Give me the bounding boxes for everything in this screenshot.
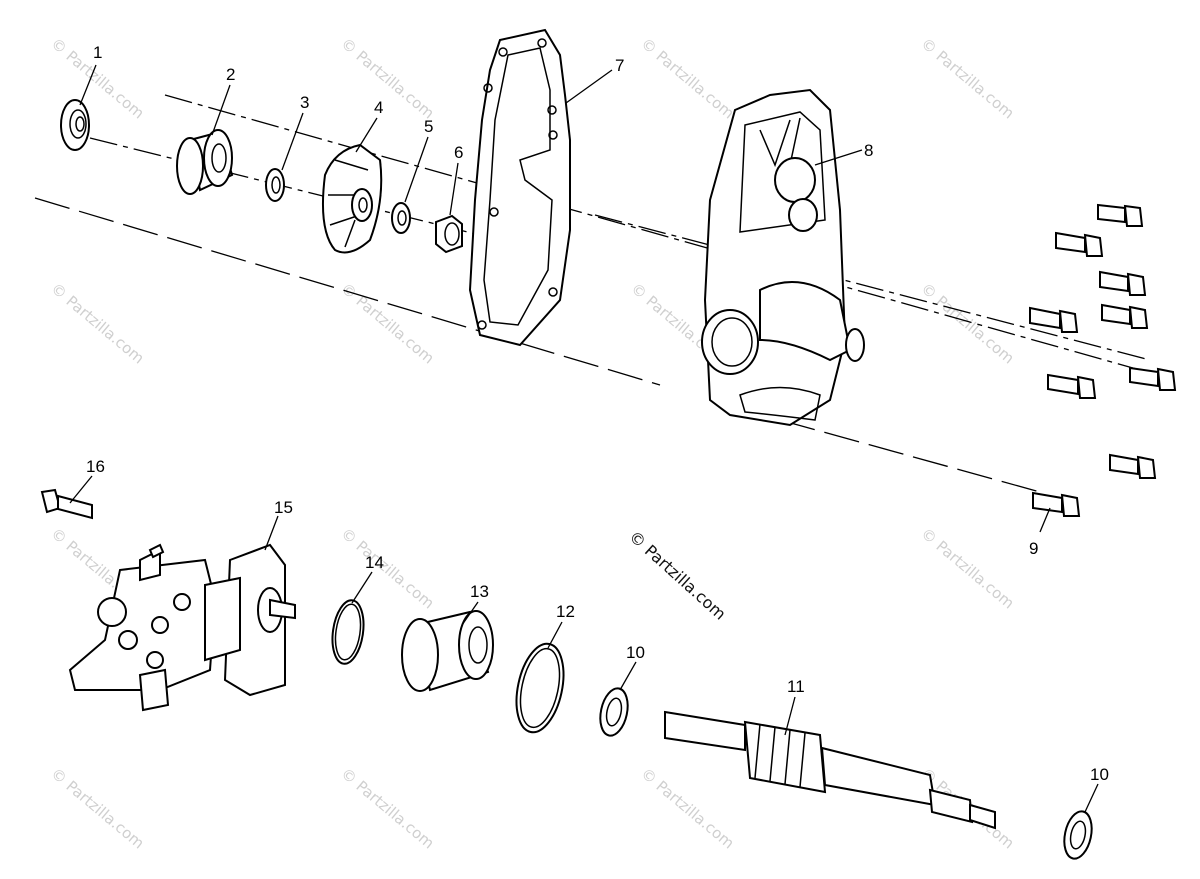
part-washer xyxy=(1063,810,1093,860)
callout-8: 8 xyxy=(864,141,873,160)
bolt xyxy=(1047,373,1097,399)
watermark-faint: © Partzilla.com xyxy=(637,764,737,852)
callout-7: 7 xyxy=(615,56,624,75)
watermark-faint: © Partzilla.com xyxy=(917,279,1017,367)
watermark-faint: © Partzilla.com xyxy=(47,764,147,852)
watermark-faint: © Partzilla.com xyxy=(47,279,147,367)
part-housing-cover xyxy=(701,88,865,427)
watermark-faint: © Partzilla.com xyxy=(337,34,437,122)
callout-12: 12 xyxy=(556,602,575,621)
bolt xyxy=(1129,366,1177,391)
callout-2: 2 xyxy=(226,65,235,84)
part-oil-pump xyxy=(68,543,296,712)
callout-16: 16 xyxy=(86,457,105,476)
callout-4: 4 xyxy=(374,98,383,117)
callout-1: 1 xyxy=(93,43,102,62)
bolt xyxy=(1101,303,1149,329)
callout-labels: 1 2 3 4 5 6 7 8 9 16 15 14 13 12 10 11 1… xyxy=(86,43,1109,784)
callout-3: 3 xyxy=(300,93,309,112)
watermark-faint: © Partzilla.com xyxy=(337,524,437,612)
callout-13: 13 xyxy=(470,582,489,601)
callout-10: 10 xyxy=(1090,765,1109,784)
callout-6: 6 xyxy=(454,143,463,162)
watermark-faint: © Partzilla.com xyxy=(917,34,1017,122)
part-o-ring xyxy=(515,642,565,734)
callout-5: 5 xyxy=(424,117,433,136)
part-impeller xyxy=(322,143,383,254)
callout-9: 9 xyxy=(1029,539,1038,558)
watermark-faint: © Partzilla.com xyxy=(337,764,437,852)
part-washer xyxy=(599,687,629,737)
part-gasket xyxy=(468,28,571,347)
bolt xyxy=(1055,231,1104,257)
watermark-main: © Partzilla.com xyxy=(625,527,729,624)
part-washer xyxy=(391,202,411,234)
watermark-faint: © Partzilla.com xyxy=(917,524,1017,612)
bolt xyxy=(1029,306,1079,333)
bolt xyxy=(1109,453,1157,479)
bolt xyxy=(1032,491,1081,517)
part-filter-cartridge xyxy=(401,610,494,692)
callout-11: 11 xyxy=(787,677,805,696)
part-o-ring xyxy=(331,599,365,665)
callout-14: 14 xyxy=(365,553,384,572)
callout-15: 15 xyxy=(274,498,293,517)
part-bolts xyxy=(1029,203,1177,517)
callout-10: 10 xyxy=(626,643,645,662)
watermark-faint: © Partzilla.com xyxy=(637,34,737,122)
bolt xyxy=(1099,270,1147,296)
callout-leader-lines xyxy=(69,64,1099,813)
bolt xyxy=(1097,203,1144,227)
part-bearing xyxy=(176,129,234,195)
part-bolt xyxy=(40,488,93,520)
part-seal xyxy=(60,99,90,151)
part-washer xyxy=(265,168,285,202)
part-drive-shaft xyxy=(664,710,996,830)
part-nut xyxy=(435,214,463,254)
